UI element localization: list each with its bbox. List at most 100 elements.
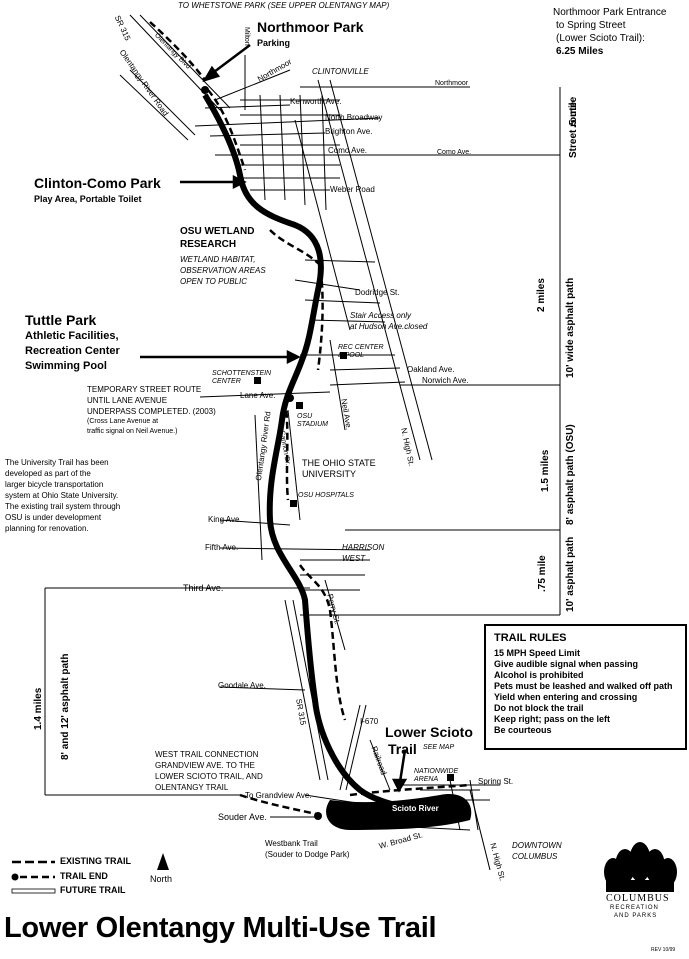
- spring-label: Spring St.: [478, 777, 514, 786]
- brighton-label: Brighton Ave.: [325, 127, 373, 136]
- goodale-label: Goodale Ave.: [218, 681, 266, 690]
- wetland-sub1: WETLAND HABITAT,: [180, 255, 256, 264]
- wetland-title1: OSU WETLAND: [180, 226, 255, 237]
- lane-label: Lane Ave.: [240, 391, 276, 400]
- north-broadway-label: North Broadway: [325, 113, 383, 122]
- distance-note-line2: to Spring Street: [556, 20, 626, 31]
- trail-rule: 15 MPH Speed Limit: [494, 648, 581, 658]
- dodridge-label: Dodridge St.: [355, 288, 400, 297]
- north-label: North: [150, 874, 173, 884]
- tuttle-park-sub2: Recreation Center: [25, 345, 120, 357]
- univ-note5: The existing trail system through: [5, 502, 121, 511]
- trail-rule: Do not block the trail: [494, 703, 584, 713]
- fifth-label: Fifth Ave.: [205, 543, 239, 552]
- segment5-type: 8' and 12' asphalt path: [60, 653, 71, 760]
- clinton-como-park-sub: Play Area, Portable Toilet: [34, 194, 142, 204]
- scioto-river-shape: [326, 794, 472, 830]
- osu-label1: THE OHIO STATE: [302, 458, 376, 468]
- como-right-label: Como Ave.: [437, 149, 472, 156]
- legend-existing-label: EXISTING TRAIL: [60, 856, 132, 866]
- segment1-type: Street route: [568, 101, 579, 158]
- trail-rule: Keep right; pass on the left: [494, 714, 611, 724]
- downtown-label1: DOWNTOWN: [512, 841, 562, 850]
- trail-rules-title: TRAIL RULES: [494, 632, 567, 644]
- lower-scioto-name2: Trail: [388, 741, 417, 757]
- westbank2: (Souder to Dodge Park): [265, 850, 350, 859]
- trail-rule: Give audible signal when passing: [494, 659, 639, 669]
- weber-label: Weber Road: [330, 185, 375, 194]
- trail-end-northmoor: [201, 86, 209, 94]
- distance-total: 6.25 Miles: [556, 46, 604, 57]
- schottenstein-label1: SCHOTTENSTEIN: [212, 370, 272, 377]
- callout-arrows: [140, 44, 408, 793]
- segment3-distance: 1.5 miles: [540, 449, 551, 492]
- nationwide-marker: [447, 774, 454, 781]
- osu-hospitals-marker: [290, 500, 297, 507]
- segment4-distance: .75 mile: [537, 555, 548, 592]
- harrison-label2: WEST: [342, 554, 366, 563]
- westbank1: Westbank Trail: [265, 839, 318, 848]
- downtown-label2: COLUMBUS: [512, 852, 558, 861]
- logo-text2: RECREATION: [610, 905, 659, 911]
- nationwide-label2: ARENA: [414, 776, 439, 783]
- distance-note-line1: Northmoor Park Entrance: [553, 7, 667, 18]
- temp-route1: TEMPORARY STREET ROUTE: [87, 385, 202, 394]
- osu-stadium-label2: STADIUM: [297, 421, 328, 428]
- trail-rule: Be courteous: [494, 725, 552, 735]
- temp-route3: UNDERPASS COMPLETED. (2003): [87, 407, 216, 416]
- segment2-type: 10' wide asphalt path: [565, 277, 576, 378]
- tuttle-park-sub1: Athletic Facilities,: [25, 330, 119, 342]
- northmoor-park-sub: Parking: [257, 38, 291, 48]
- logo-text3: AND PARKS: [614, 913, 658, 919]
- osu-stadium-marker: [296, 402, 303, 409]
- legend-end-label: TRAIL END: [60, 871, 108, 881]
- page-title: Lower Olentangy Multi-Use Trail: [4, 912, 437, 944]
- wetland-title2: RESEARCH: [180, 239, 237, 250]
- stair-note1: Stair Access only: [350, 311, 412, 320]
- milton-label: Milton: [243, 27, 250, 46]
- segment3-type: 8' asphalt path (OSU): [565, 424, 576, 525]
- lower-scioto-name1: Lower Scioto: [385, 724, 473, 740]
- segment2-distance: 2 miles: [536, 278, 547, 312]
- rec-center-label2: & POOL: [338, 352, 365, 359]
- trail-end-lane: [286, 394, 294, 402]
- trail-rules-box: TRAIL RULES 15 MPH Speed Limit Give audi…: [484, 624, 687, 750]
- temp-route5: traffic signal on Neil Avenue.): [87, 428, 178, 435]
- osu-stadium-label1: OSU: [297, 413, 313, 420]
- logo-text1: COLUMBUS: [606, 893, 670, 904]
- king-label: King Ave.: [208, 515, 242, 524]
- columbus-logo-trees: [604, 842, 677, 892]
- third-label: Third Ave.: [183, 583, 224, 593]
- temp-route4: (Cross Lane Avenue at: [87, 418, 159, 425]
- segment4-type: 10' asphalt path: [565, 536, 576, 612]
- segment-brackets: [44, 87, 561, 796]
- univ-note7: planning for renovation.: [5, 524, 89, 533]
- grandview-label: To Grandview Ave.: [245, 791, 312, 800]
- nationwide-label1: NATIONWIDE: [414, 768, 459, 775]
- schottenstein-marker: [254, 377, 261, 384]
- legend-future-label: FUTURE TRAIL: [60, 885, 126, 895]
- distance-note-line3: (Lower Scioto Trail):: [556, 33, 645, 44]
- como-label: Como Ave.: [328, 146, 367, 155]
- lower-scioto-see-map: SEE MAP: [423, 744, 455, 751]
- clintonville-label: CLINTONVILLE: [312, 67, 369, 76]
- west-conn3: LOWER SCIOTO TRAIL, AND: [155, 772, 263, 781]
- rec-center-label1: REC CENTER: [338, 344, 384, 351]
- i670-label: I-670: [360, 717, 379, 726]
- west-conn2: GRANDVIEW AVE. TO THE: [155, 761, 255, 770]
- olentangy-river: [202, 93, 471, 818]
- osu-label2: UNIVERSITY: [302, 469, 357, 479]
- north-connection-note: TO WHETSTONE PARK (SEE UPPER OLENTANGY M…: [178, 1, 390, 10]
- street-network: [119, 14, 560, 871]
- univ-note3: larger bicycle transportation: [5, 480, 104, 489]
- tuttle-park-name: Tuttle Park: [25, 312, 97, 328]
- stair-note2: at Hudson Ave.closed: [350, 322, 428, 331]
- scioto-river-label: Scioto River: [392, 804, 439, 813]
- rec-center-marker: [340, 352, 347, 359]
- harrison-label1: HARRISON: [342, 543, 385, 552]
- oakland-label: Oakland Ave.: [407, 365, 455, 374]
- osu-hospitals-label: OSU HOSPITALS: [298, 492, 354, 499]
- west-conn1: WEST TRAIL CONNECTION: [155, 750, 259, 759]
- west-conn4: OLENTANGY TRAIL: [155, 783, 229, 792]
